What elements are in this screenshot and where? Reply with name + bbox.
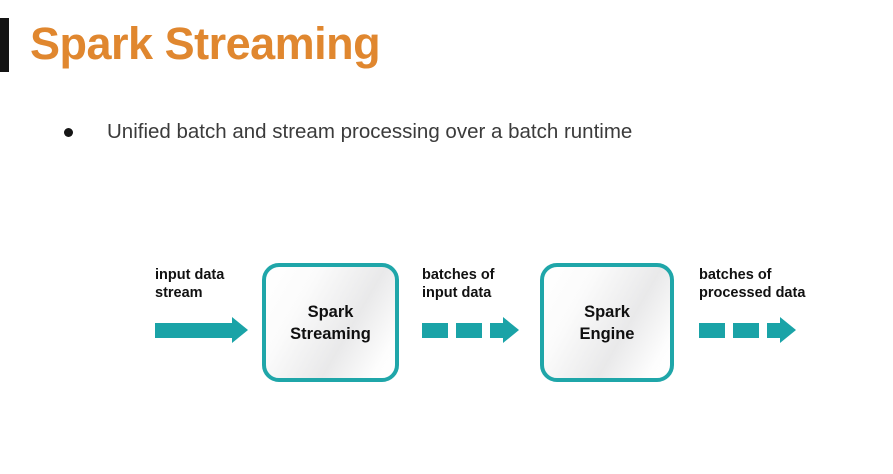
diagram-label-batches-of-processed-data: batches of processed data [699,266,805,302]
label-line-1: batches of [422,267,495,283]
label-line-2: processed data [699,285,806,301]
arrow-head-icon [232,317,248,343]
bullet-item-label: Unified batch and stream processing over… [107,120,633,143]
process-box-label: Spark Streaming [290,301,371,345]
process-box-spark-streaming[interactable]: Spark Streaming [262,263,399,382]
arrow-batches-of-processed-data [699,317,797,343]
arrow-segment [456,322,482,338]
process-box-spark-engine[interactable]: Spark Engine [540,263,674,382]
diagram-label-input-data-stream: input data stream [155,266,224,302]
bullet-list: Unified batch and stream processing over… [64,118,824,152]
label-line-2: Engine [579,324,635,343]
arrow-head-icon [503,317,519,343]
label-line-1: input data [155,267,225,283]
label-line-1: Spark [307,302,354,321]
list-item: Unified batch and stream processing over… [64,118,824,146]
page-title: Spark Streaming [30,18,381,69]
arrow-shaft [767,322,781,338]
arrow-segment [699,322,725,338]
arrow-shaft [155,322,233,338]
arrow-head-icon [780,317,796,343]
process-box-label: Spark Engine [579,301,634,345]
arrow-batches-of-input-data [422,317,520,343]
pipeline-diagram: input data stream Spark Streaming batche… [0,240,893,410]
arrow-segment [733,322,759,338]
arrow-shaft [490,322,504,338]
diagram-label-batches-of-input-data: batches of input data [422,266,495,302]
label-line-2: input data [422,285,492,301]
label-line-2: stream [155,285,203,301]
label-line-1: Spark [584,302,630,321]
arrow-segment [422,322,448,338]
bullet-point-icon [64,128,73,137]
slide-accent-bar [0,18,9,72]
label-line-1: batches of [699,267,772,283]
label-line-2: Streaming [290,324,371,343]
arrow-input-data-stream [155,317,250,343]
